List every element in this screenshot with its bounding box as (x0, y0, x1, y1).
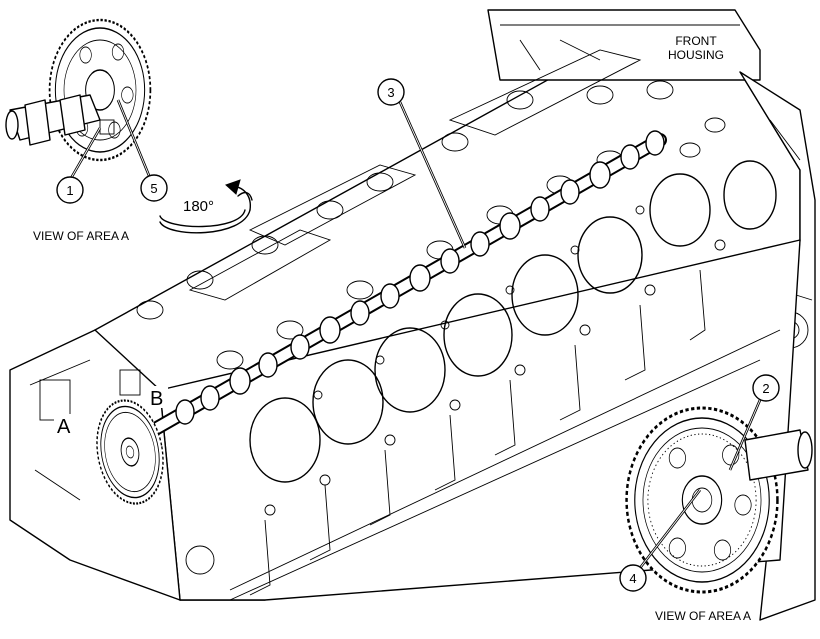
callout-3: 3 (377, 78, 405, 106)
detail-view-top (5, 18, 152, 162)
cylinder-bores (249, 160, 777, 516)
front-housing-line1: FRONT (675, 34, 717, 48)
callout-2: 2 (752, 374, 780, 402)
callout-1-label: 1 (66, 183, 73, 198)
front-housing-label: FRONT HOUSING (660, 30, 732, 64)
area-b-marker: B (150, 388, 163, 410)
callout-4: 4 (619, 564, 647, 592)
camshaft (143, 130, 667, 439)
detail-view-bottom (625, 406, 813, 594)
view-area-a-bottom-label: VIEW OF AREA A (655, 609, 751, 623)
leader-lines (68, 99, 762, 569)
callout-1: 1 (56, 176, 84, 204)
view-area-a-top-label: VIEW OF AREA A (33, 229, 129, 243)
front-housing-line2: HOUSING (668, 48, 724, 62)
camshaft-gear (96, 399, 164, 505)
callout-5-label: 5 (150, 181, 157, 196)
rotation-arrow: 180° (159, 179, 253, 234)
block-ribs (229, 269, 781, 601)
rotation-label: 180° (183, 198, 214, 215)
area-a-marker: A (57, 416, 71, 438)
callout-3-label: 3 (387, 85, 394, 100)
callout-5: 5 (140, 174, 168, 202)
callout-2-label: 2 (762, 381, 769, 396)
callout-4-label: 4 (629, 571, 636, 586)
